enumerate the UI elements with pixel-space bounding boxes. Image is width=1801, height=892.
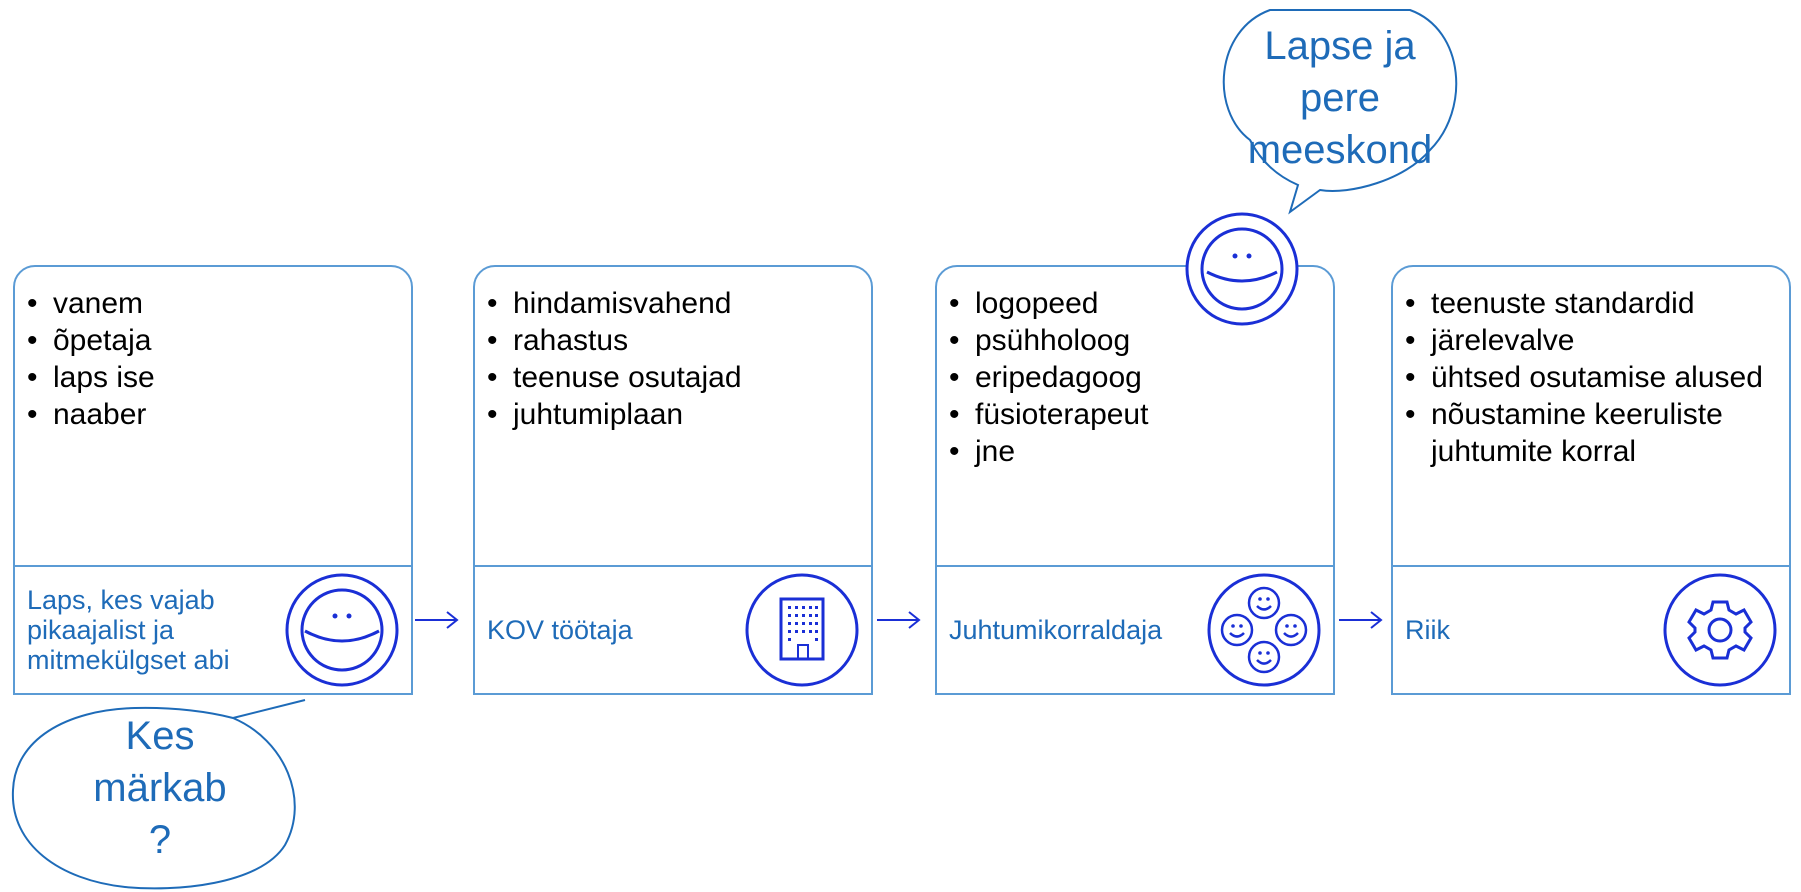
card-role-section: Juhtumikorraldaja [935,565,1335,695]
smiley-face-icon [1183,210,1301,328]
bullet-item: ühtsed osutamise alused [1401,359,1781,396]
speech-bubble-who-notices: Kes märkab ? [5,680,315,890]
card-case-manager: logopeed psühholoog eripedagoog füsioter… [935,265,1335,695]
card-top: teenuste standardid järelevalve ühtsed o… [1393,267,1789,567]
bullet-list: logopeed psühholoog eripedagoog füsioter… [945,285,1325,470]
bullet-item: teenuste standardid [1401,285,1781,322]
arrow-right-icon [1339,610,1383,630]
bullet-item: logopeed [945,285,1325,322]
bubble-line: märkab [93,766,227,810]
bullet-item: õpetaja [23,322,403,359]
card-top: hindamisvahend rahastus teenuse osutajad… [475,267,871,567]
bullet-item: laps ise [23,359,403,396]
card-role-section: Laps, kes vajab pikaajalist ja mitmekülg… [13,565,413,695]
card-role-section: KOV töötaja [473,565,873,695]
role-label: Juhtumikorraldaja [949,615,1163,645]
bullet-list: hindamisvahend rahastus teenuse osutajad… [483,285,863,433]
role-label: Riik [1405,615,1450,645]
arrow-right-icon [415,610,459,630]
role-label: Laps, kes vajab pikaajalist ja mitmekülg… [27,585,230,675]
bullet-item: teenuse osutajad [483,359,863,396]
bullet-item: naaber [23,396,403,433]
bullet-item: füsioterapeut [945,396,1325,433]
bubble-line: Kes [125,714,195,758]
bullet-item: vanem [23,285,403,322]
bullet-list: teenuste standardid järelevalve ühtsed o… [1401,285,1781,470]
bullet-list: vanem õpetaja laps ise naaber [23,285,403,433]
bullet-item: rahastus [483,322,863,359]
bullet-item: jne [945,433,1325,470]
office-building-icon [743,571,861,689]
card-top: vanem õpetaja laps ise naaber [15,267,411,567]
bullet-item: nõustamine keeruliste juhtumite korral [1401,396,1781,470]
bubble-line: pere [1299,76,1381,120]
bullet-item: psühholoog [945,322,1325,359]
card-role-section: Riik [1391,565,1791,695]
bullet-item: hindamisvahend [483,285,863,322]
smiley-face-icon [283,571,401,689]
role-label: KOV töötaja [487,615,633,645]
gear-icon [1661,571,1779,689]
speech-bubble-team: Lapse ja pere meeskond [1210,0,1470,215]
bullet-item: eripedagoog [945,359,1325,396]
card-child: vanem õpetaja laps ise naaber Laps, kes … [13,265,413,695]
team-faces-icon [1205,571,1323,689]
card-top: logopeed psühholoog eripedagoog füsioter… [937,267,1333,567]
bullet-item: järelevalve [1401,322,1781,359]
page-title [0,0,1801,30]
bubble-line: Lapse ja [1264,24,1416,68]
card-state: teenuste standardid järelevalve ühtsed o… [1391,265,1791,695]
bubble-line: meeskond [1247,128,1433,172]
card-kov: hindamisvahend rahastus teenuse osutajad… [473,265,873,695]
bubble-line: ? [148,818,172,862]
arrow-right-icon [877,610,921,630]
bullet-item: juhtumiplaan [483,396,863,433]
